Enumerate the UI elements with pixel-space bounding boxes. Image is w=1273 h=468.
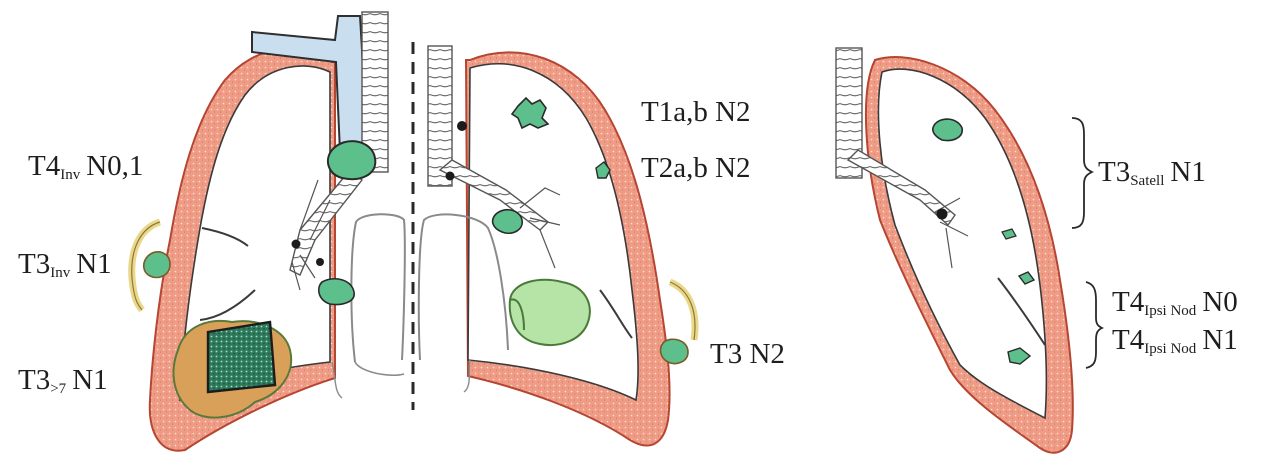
subcarinal-node: [319, 279, 354, 305]
separate-lung: [836, 48, 1073, 453]
carina-tumor: [328, 141, 375, 179]
lymph-node: [446, 172, 455, 181]
lymph-node: [457, 121, 467, 131]
chest-wall-tumor-right: [661, 339, 688, 363]
lymph-node: [316, 258, 324, 266]
label-t3-n2: T3 N2: [710, 340, 785, 369]
large-tumor-core: [208, 322, 275, 392]
label-t1ab: T1a,b N2: [641, 98, 751, 127]
satellite-tumor: [933, 119, 962, 140]
brace-ipsi: [1086, 282, 1102, 368]
lymph-node: [292, 240, 301, 249]
sep-lung-inner: [878, 69, 1046, 418]
label-t2ab: T2a,b N2: [641, 154, 751, 183]
hilar-tumor: [493, 210, 523, 234]
right-lung-inner: [468, 64, 638, 400]
brace-satell: [1072, 118, 1092, 228]
chest-wall-tumor: [144, 252, 170, 278]
left-diaphragm-line: [332, 362, 342, 398]
lymph-node: [937, 209, 948, 220]
